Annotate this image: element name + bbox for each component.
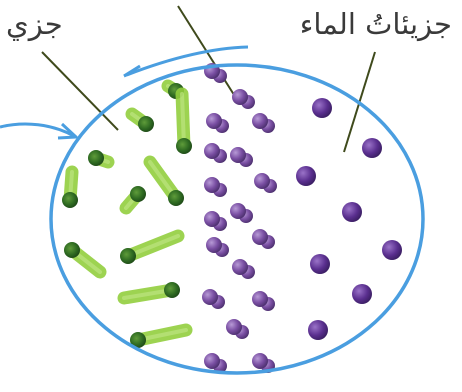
bead-molecule	[254, 173, 277, 193]
bead-molecule	[204, 211, 227, 231]
bead-molecule	[204, 177, 227, 197]
water-molecule-dot	[362, 138, 382, 158]
molecule-pointer-line	[42, 52, 118, 130]
bead-molecule	[252, 229, 275, 249]
rod-molecule	[62, 172, 78, 208]
bead-molecule	[232, 89, 255, 109]
water-molecule-dot	[296, 166, 316, 186]
bead-molecule	[226, 319, 249, 339]
rod-molecule	[150, 162, 184, 206]
bead-molecule	[206, 237, 229, 257]
bead-molecule	[202, 289, 225, 309]
rod-molecule	[64, 242, 100, 272]
bead-molecule	[206, 113, 229, 133]
rod-molecule	[126, 186, 146, 208]
bead-molecule	[204, 143, 227, 163]
rod-molecule	[124, 282, 180, 298]
molecule-label: جزي	[6, 6, 63, 42]
rod-molecule	[88, 150, 108, 166]
water-molecule-dot	[312, 98, 332, 118]
water-molecule-dot	[352, 284, 372, 304]
rod-molecule	[130, 330, 186, 348]
bead-molecule	[252, 113, 275, 133]
rod-molecule	[120, 236, 178, 264]
bead-molecule	[232, 259, 255, 279]
water-molecule-dot	[310, 254, 330, 274]
bead-molecule	[230, 203, 253, 223]
water-molecule-dot	[308, 320, 328, 340]
water-molecule-dot	[382, 240, 402, 260]
water-molecules-label: جزيئاتُ الماء	[300, 6, 452, 42]
water-molecule-dot	[342, 202, 362, 222]
purple-bead-cluster	[202, 63, 277, 373]
rod-molecule	[132, 114, 154, 132]
rod-molecule	[176, 94, 192, 154]
bead-molecule	[230, 147, 253, 167]
green-rod-molecules	[62, 83, 192, 348]
bead-molecule	[252, 291, 275, 311]
